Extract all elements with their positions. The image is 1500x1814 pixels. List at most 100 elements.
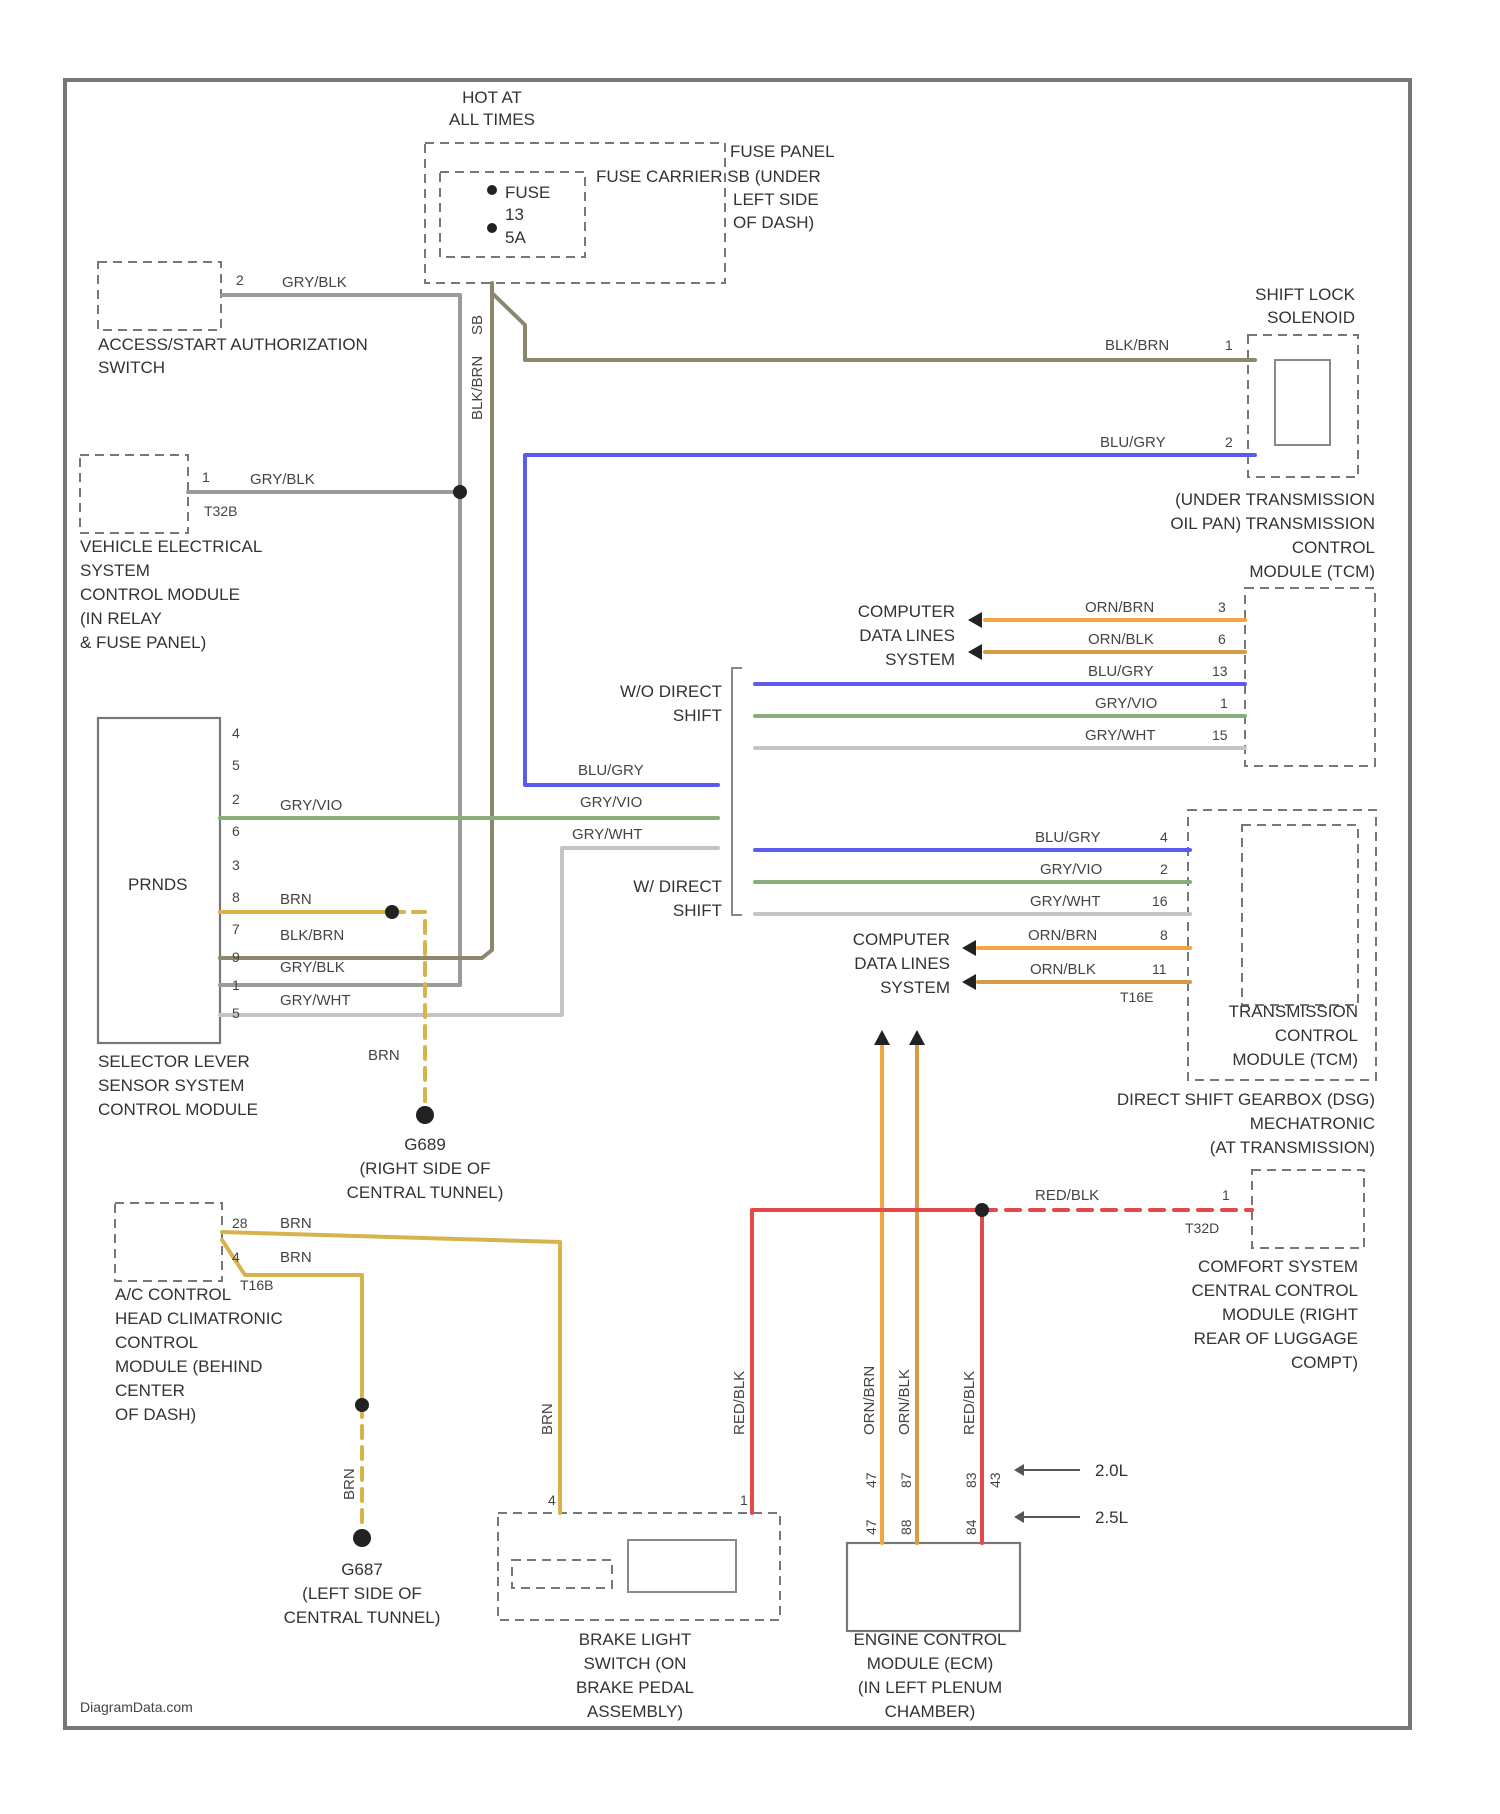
ecm-box (847, 1543, 1020, 1631)
arrow-engine-2-5l-head (1014, 1511, 1024, 1523)
svg-text:SOLENOID: SOLENOID (1267, 308, 1355, 327)
comfort-module-box (1252, 1170, 1364, 1248)
pin-tcm1-e: 15 (1212, 727, 1228, 743)
svg-text:4: 4 (232, 725, 240, 741)
label-t32b: T32B (204, 503, 237, 519)
svg-text:BRAKE LIGHT: BRAKE LIGHT (579, 1630, 691, 1649)
label-t16e: T16E (1120, 989, 1153, 1005)
arrow-data-line-5 (874, 1030, 890, 1045)
svg-text:83: 83 (963, 1472, 979, 1488)
svg-text:87: 87 (898, 1472, 914, 1488)
label-t32d: T32D (1185, 1220, 1219, 1236)
svg-text:MODULE (ECM): MODULE (ECM) (867, 1654, 994, 1673)
label-shift-lock: SHIFT LOCK SOLENOID (1255, 285, 1355, 327)
svg-text:REAR OF LUGGAGE: REAR OF LUGGAGE (1194, 1329, 1358, 1348)
svg-text:(AT TRANSMISSION): (AT TRANSMISSION) (1210, 1138, 1375, 1157)
svg-text:LEFT SIDE: LEFT SIDE (733, 190, 819, 209)
wire-label-red-blk-ecm: RED/BLK (961, 1371, 978, 1435)
svg-text:SHIFT LOCK: SHIFT LOCK (1255, 285, 1355, 304)
brake-switch-contact-b (628, 1540, 736, 1592)
svg-text:OF DASH): OF DASH) (733, 213, 814, 232)
pin-access: 2 (236, 272, 244, 288)
fuse-node-bottom (487, 223, 497, 233)
svg-text:7: 7 (232, 921, 240, 937)
wire-label-gry-vio-selector: GRY/VIO (280, 797, 342, 814)
wire-label-gry-blk-vehicle: GRY/BLK (250, 471, 315, 488)
wire-label-gry-wht-selector: GRY/WHT (280, 992, 351, 1009)
label-ac-module: A/C CONTROL HEAD CLIMATRONIC CONTROL MOD… (115, 1285, 283, 1424)
svg-text:CENTRAL CONTROL: CENTRAL CONTROL (1191, 1281, 1358, 1300)
svg-text:47: 47 (863, 1472, 879, 1488)
wire-label-orn-blk-tcm1: ORN/BLK (1088, 631, 1154, 648)
wire-label-blk-brn-selector: BLK/BRN (280, 927, 344, 944)
label-t16b: T16B (240, 1277, 273, 1293)
svg-text:(IN LEFT PLENUM: (IN LEFT PLENUM (858, 1678, 1002, 1697)
label-vehicle-module: VEHICLE ELECTRICAL SYSTEM CONTROL MODULE… (80, 537, 262, 652)
svg-text:SELECTOR LEVER: SELECTOR LEVER (98, 1052, 250, 1071)
svg-text:1: 1 (232, 977, 240, 993)
arrow-data-line-4 (962, 974, 976, 990)
label-tcm-dsg: TRANSMISSION CONTROL MODULE (TCM) (1229, 1002, 1358, 1069)
svg-text:G687: G687 (341, 1560, 383, 1579)
wire-label-gry-wht-selector-right: GRY/WHT (572, 826, 643, 843)
svg-text:CONTROL MODULE: CONTROL MODULE (80, 585, 240, 604)
pin-ac-b: 4 (232, 1249, 240, 1265)
arrow-data-line-3 (962, 940, 976, 956)
wire-red-blk-brake (752, 1210, 982, 1513)
tcm-dsg-box-inner (1242, 825, 1358, 1005)
svg-text:8: 8 (232, 889, 240, 905)
label-prnds: PRNDS (128, 875, 188, 894)
svg-text:MODULE (BEHIND: MODULE (BEHIND (115, 1357, 262, 1376)
svg-text:5: 5 (232, 757, 240, 773)
svg-text:MODULE (RIGHT: MODULE (RIGHT (1222, 1305, 1358, 1324)
pin-tcm2-b: 2 (1160, 861, 1168, 877)
svg-text:MECHATRONIC: MECHATRONIC (1250, 1114, 1375, 1133)
splice-red-blk (975, 1203, 989, 1217)
diagram-frame (65, 80, 1410, 1728)
wire-label-blk-brn-shiftlock: BLK/BRN (1105, 337, 1169, 354)
pin-ac-a: 28 (232, 1215, 248, 1231)
svg-text:MODULE (TCM): MODULE (TCM) (1232, 1050, 1358, 1069)
svg-text:ACCESS/START AUTHORIZATION: ACCESS/START AUTHORIZATION (98, 335, 368, 354)
svg-text:OIL PAN) TRANSMISSION: OIL PAN) TRANSMISSION (1170, 514, 1375, 533)
svg-text:OF DASH): OF DASH) (115, 1405, 196, 1424)
wire-label-sb: SB (469, 315, 486, 335)
wire-label-blk-brn-vertical: BLK/BRN (469, 356, 486, 420)
wire-label-gry-vio-tcm2: GRY/VIO (1040, 861, 1102, 878)
wire-label-blu-gry-selector: BLU/GRY (578, 762, 644, 779)
svg-text:(LEFT SIDE OF: (LEFT SIDE OF (302, 1584, 422, 1603)
arrow-data-line-6 (909, 1030, 925, 1045)
svg-text:TRANSMISSION: TRANSMISSION (1229, 1002, 1358, 1021)
label-ecm: ENGINE CONTROL MODULE (ECM) (IN LEFT PLE… (853, 1630, 1006, 1721)
svg-text:FUSE PANEL: FUSE PANEL (730, 142, 835, 161)
wire-label-brn-ac-2: BRN (280, 1249, 312, 1266)
svg-text:SWITCH (ON: SWITCH (ON (584, 1654, 687, 1673)
brake-switch-contact-a (512, 1560, 612, 1588)
wire-label-gry-vio-tcm1: GRY/VIO (1095, 695, 1157, 712)
brake-switch-box (498, 1513, 780, 1620)
svg-text:W/O DIRECT: W/O DIRECT (620, 682, 722, 701)
wire-label-red-blk-brake: RED/BLK (731, 1371, 748, 1435)
wire-label-orn-brn-ecm: ORN/BRN (861, 1366, 878, 1435)
svg-text:CHAMBER): CHAMBER) (885, 1702, 976, 1721)
label-brake-switch: BRAKE LIGHT SWITCH (ON BRAKE PEDAL ASSEM… (576, 1630, 694, 1721)
wire-label-orn-brn-tcm1: ORN/BRN (1085, 599, 1154, 616)
ground-g687 (353, 1529, 371, 1547)
svg-text:47: 47 (863, 1519, 879, 1535)
label-fuse: FUSE 13 5A (505, 183, 550, 247)
label-comfort-module: COMFORT SYSTEM CENTRAL CONTROL MODULE (R… (1191, 1257, 1358, 1372)
pin-tcm2-c: 16 (1152, 893, 1168, 909)
wire-label-blu-gry-shiftlock: BLU/GRY (1100, 434, 1166, 451)
svg-text:SHIFT: SHIFT (673, 706, 722, 725)
svg-text:CENTER: CENTER (115, 1381, 185, 1400)
pin-shift-lock-1: 1 (1225, 337, 1233, 353)
svg-text:DATA LINES: DATA LINES (859, 626, 955, 645)
svg-text:9: 9 (232, 949, 240, 965)
wire-label-orn-brn-tcm2: ORN/BRN (1028, 927, 1097, 944)
pin-tcm1-c: 13 (1212, 663, 1228, 679)
label-computer-data-lines-1: COMPUTER DATA LINES SYSTEM (858, 602, 955, 669)
svg-text:CONTROL MODULE: CONTROL MODULE (98, 1100, 258, 1119)
svg-text:SYSTEM: SYSTEM (80, 561, 150, 580)
splice-brn-ac (355, 1398, 369, 1412)
